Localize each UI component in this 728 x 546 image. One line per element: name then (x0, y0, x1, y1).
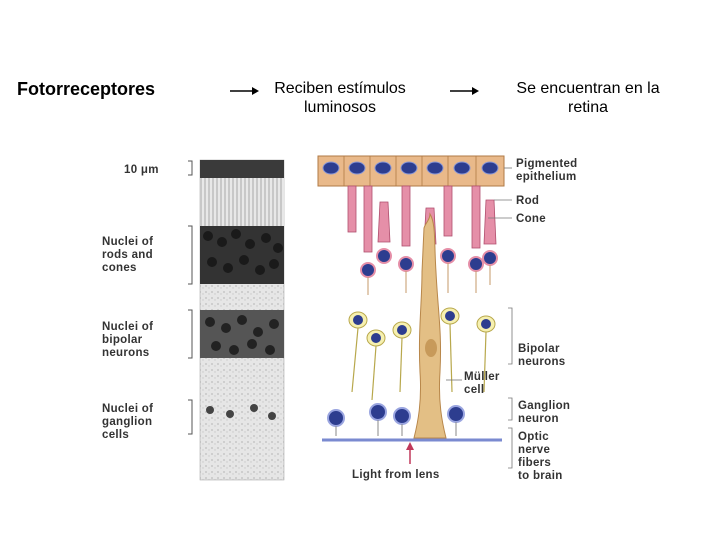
step-text-2: Se encuentran en la retina (493, 79, 683, 117)
label-bipolar-nuclei: Nuclei of bipolar neurons (102, 309, 193, 359)
label-line: neuron (518, 413, 559, 425)
label-line: epithelium (516, 171, 577, 183)
label-line: Pigmented (516, 158, 578, 170)
step2-line1: Se encuentran en la (516, 80, 660, 97)
light-from-lens-label: Light from lens (352, 469, 440, 481)
page-title: Fotorreceptores (17, 79, 156, 99)
label-ganglion-nuclei: Nuclei of ganglion cells (102, 399, 193, 441)
label-line: neurons (518, 356, 565, 368)
right-labels (446, 167, 513, 469)
label-line: Nuclei of (102, 236, 153, 248)
label-bipolar-neurons: Bipolar neurons (518, 343, 565, 368)
label-line: Optic (518, 431, 549, 443)
label-line: cell (464, 384, 484, 396)
scale-label: 10 μm (124, 164, 159, 176)
label-line: Nuclei of (102, 321, 153, 333)
label-line: neurons (102, 347, 149, 359)
label-cone: Cone (516, 213, 546, 225)
label-line: nerve (518, 444, 550, 456)
label-line: cells (102, 429, 129, 441)
label-line: Müller (464, 371, 500, 383)
label-line: ganglion (102, 416, 152, 428)
retina-figure: 10 μm Nuclei of rods and cones Nuclei of… (102, 155, 578, 482)
label-optic-nerve: Optic nerve fibers to brain (518, 431, 563, 482)
micrograph (199, 159, 285, 481)
label-ganglion-neuron: Ganglion neuron (518, 400, 570, 425)
label-line: Bipolar (518, 343, 560, 355)
step1-line2: luminosos (303, 99, 377, 116)
label-line: bipolar (102, 334, 143, 346)
label-rods-cones-nuclei: Nuclei of rods and cones (102, 225, 193, 285)
label-line: to brain (518, 470, 563, 482)
retina-schematic: Light from lens (317, 155, 505, 481)
light-arrow-icon (406, 442, 414, 464)
label-line: rods and (102, 249, 153, 261)
step-text-1: Reciben estímulos luminosos (260, 79, 420, 117)
label-pigmented-epithelium: Pigmented epithelium (516, 158, 578, 183)
arrow-right-icon (230, 87, 259, 95)
scale-bar: 10 μm (124, 160, 193, 176)
step2-line2: retina (567, 99, 609, 116)
label-line: fibers (518, 457, 551, 469)
arrow-right-icon (450, 87, 479, 95)
label-muller-cell: Müller cell (464, 371, 500, 396)
label-line: cones (102, 262, 137, 274)
label-line: Ganglion (518, 400, 570, 412)
label-rod: Rod (516, 195, 539, 207)
label-line: Nuclei of (102, 403, 153, 415)
step1-line1: Reciben estímulos (274, 80, 406, 97)
